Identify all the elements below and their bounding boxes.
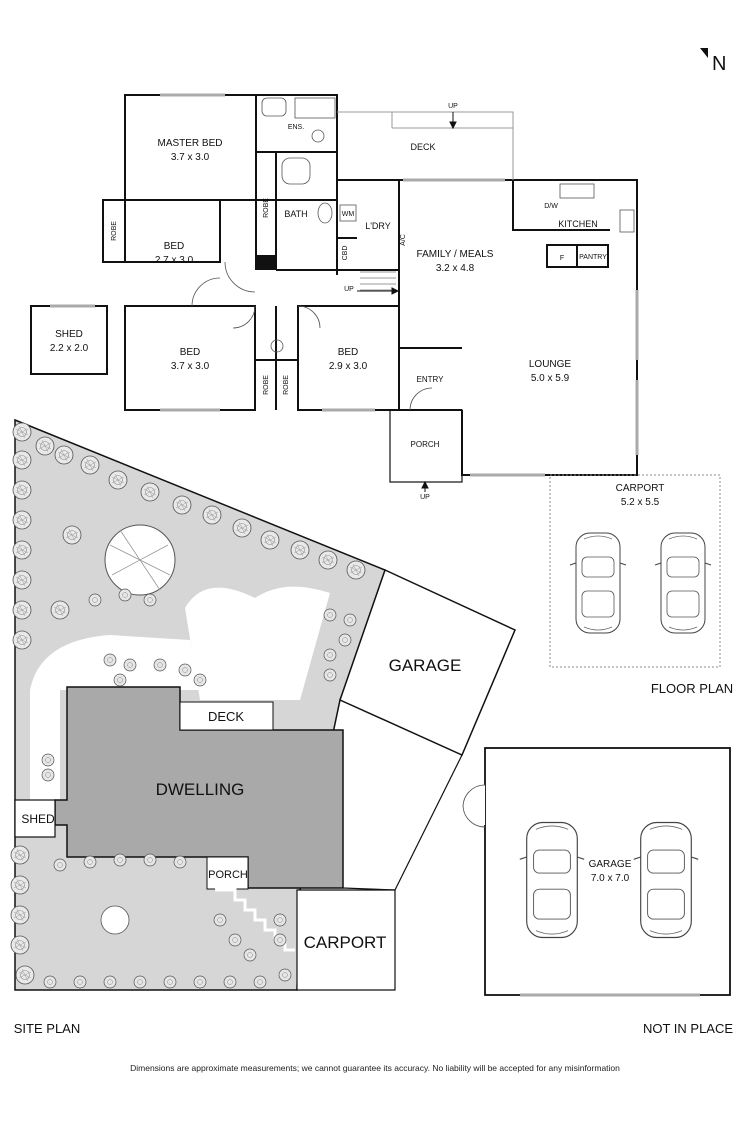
master-bed-dims: 3.7 x 3.0 [171,152,210,163]
site-plan: GARAGE DECK DWELLING SHED PORCH CARPORT [10,418,516,991]
garage-plan: GARAGE 7.0 x 7.0 [462,747,731,997]
entry-label: ENTRY [417,375,445,384]
pantry-label: PANTRY [579,254,607,261]
hall-up-label: UP [344,286,354,293]
carport-floor: CARPORT 5.2 x 5.5 [549,474,721,668]
bed3-name: BED [180,347,201,358]
bed4-name: BED [338,347,359,358]
kitchen-label: KITCHEN [558,219,598,229]
robe-b-label: ROBE [283,375,290,395]
site-deck-label: DECK [208,709,244,724]
lounge-name: LOUNGE [529,359,572,370]
not-in-place-caption: NOT IN PLACE [643,1021,733,1036]
laundry-label: L'DRY [365,221,391,231]
site-shed-label: SHED [21,812,55,826]
floor-fixtures [50,93,639,477]
bed2-dims: 2.7 x 3.0 [155,255,194,266]
robe-a-label: ROBE [263,375,270,395]
floor-plan-labels: MASTER BED 3.7 x 3.0 ENS. BATH ROBE WM L… [50,103,607,501]
bed3-dims: 3.7 x 3.0 [171,361,210,372]
family-dims: 3.2 x 4.8 [436,263,475,274]
fridge-label: F [560,255,564,262]
site-garage-label: GARAGE [389,656,462,675]
cbd-label: CBD [342,246,349,261]
up-arrows [357,112,457,492]
site-dwelling-label: DWELLING [156,780,245,799]
disclaimer-text: Dimensions are approximate measurements;… [130,1063,620,1073]
porch-up-label: UP [420,494,430,501]
north-label: N [712,53,726,75]
carport-name: CARPORT [616,483,665,494]
shed-name: SHED [55,329,83,340]
carport-dims: 5.2 x 5.5 [621,497,660,508]
robe-master-label: ROBE [263,198,270,218]
robe-bed2-label: ROBE [111,221,118,241]
bath-label: BATH [284,209,307,219]
north-arrow-icon: N [700,48,726,75]
ac-label: A/C [400,234,407,246]
ens-label: ENS. [288,124,304,131]
wm-label: WM [342,211,355,218]
lounge-dims: 5.0 x 5.9 [531,373,570,384]
dishwasher-label: D/W [544,203,558,210]
master-bed-name: MASTER BED [157,138,222,149]
site-carport-label: CARPORT [304,933,387,952]
porch-label: PORCH [411,440,440,449]
bed2-name: BED [164,241,185,252]
garage-plan-name: GARAGE [589,859,632,870]
deck-label: DECK [410,142,435,152]
site-plan-caption: SITE PLAN [14,1021,80,1036]
garage-plan-dims: 7.0 x 7.0 [591,873,630,884]
family-name: FAMILY / MEALS [417,249,494,260]
floor-plan [30,94,638,483]
floor-plan-caption: FLOOR PLAN [651,681,733,696]
site-porch-label: PORCH [208,869,248,881]
bed4-dims: 2.9 x 3.0 [329,361,368,372]
deck-up-label: UP [448,103,458,110]
shed-dims: 2.2 x 2.0 [50,343,89,354]
